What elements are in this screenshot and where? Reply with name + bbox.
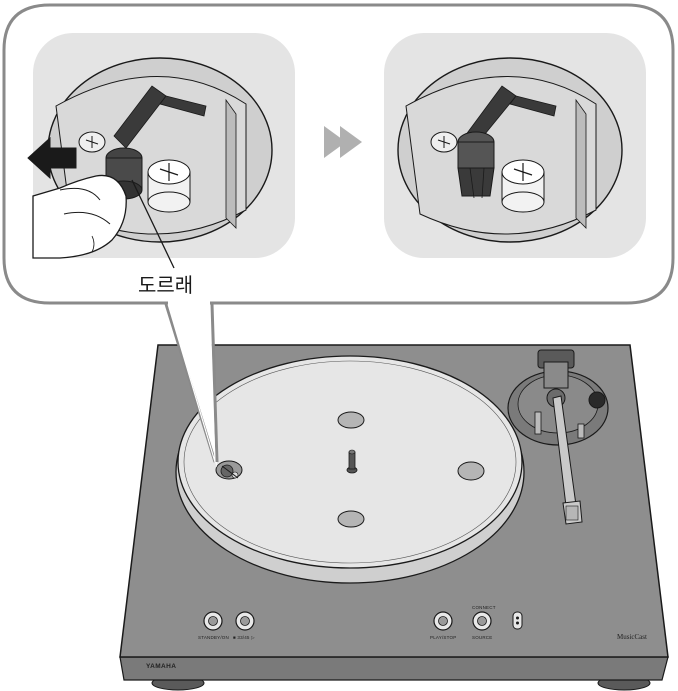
lift-lever[interactable] (535, 412, 541, 434)
panel-after (384, 33, 646, 258)
anti-skate-knob[interactable] (589, 392, 605, 408)
button-label-connect: CONNECT (472, 605, 496, 610)
button-label-speed: ■ 33/45 ▷ (233, 635, 255, 640)
button-play-stop[interactable] (434, 612, 452, 630)
product-logo: MusicCast (617, 633, 647, 641)
pulley-with-belt (458, 132, 494, 198)
platter-hole-right (458, 462, 484, 480)
panel-before (28, 33, 295, 258)
screw-left-after (431, 132, 457, 152)
brand-logo: YAMAHA (146, 663, 176, 670)
platter-hole-top (338, 412, 364, 428)
button-source[interactable] (473, 612, 491, 630)
screw-right (148, 160, 190, 212)
pulley-label: 도르래 (138, 273, 193, 297)
screw-right-after (502, 160, 544, 212)
button-label-source: SOURCE (472, 635, 492, 640)
button-label-play-stop: PLAY/STOP (430, 635, 456, 640)
button-standby[interactable] (204, 612, 222, 630)
platter-hole-bottom (338, 511, 364, 527)
button-label-standby: STANDBY/ON (198, 635, 229, 640)
button-speed[interactable] (236, 612, 254, 630)
indicator-light (513, 612, 522, 629)
plinth-front (120, 657, 668, 680)
screw-left (79, 132, 105, 152)
